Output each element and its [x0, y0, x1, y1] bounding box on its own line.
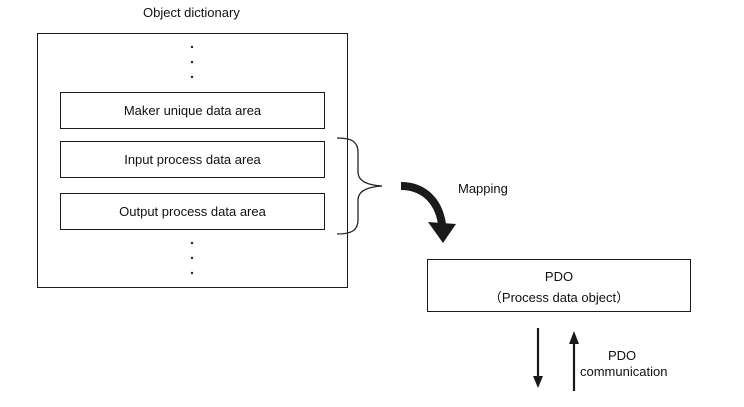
pdo-subtitle: （Process data object）: [488, 290, 630, 305]
object-dictionary-title: Object dictionary: [143, 5, 240, 20]
pdo-communication-label-line2: communication: [580, 364, 668, 379]
input-process-data-area-box: Input process data area: [60, 141, 325, 178]
pdo-communication-label-line1: PDO: [608, 348, 637, 363]
grouping-brace: [336, 137, 383, 235]
mapping-arrow-curve: [400, 182, 446, 225]
output-process-data-area-label: Output process data area: [119, 204, 266, 219]
maker-unique-data-area-label: Maker unique data area: [123, 103, 262, 118]
mapping-label: Mapping: [458, 181, 508, 196]
up-arrow-head: [569, 331, 579, 344]
down-arrow-head: [533, 376, 543, 388]
input-process-data-area-label: Input process data area: [124, 152, 261, 167]
ellipsis-dots-top: [190, 45, 194, 79]
output-process-data-area-box: Output process data area: [60, 193, 325, 230]
mapping-arrow-head: [428, 222, 456, 243]
maker-unique-data-area-box: Maker unique data area: [60, 92, 325, 129]
ellipsis-dots-bottom: [190, 241, 194, 275]
pdo-box: PDO （Process data object）: [427, 259, 691, 312]
pdo-title: PDO: [544, 269, 574, 284]
